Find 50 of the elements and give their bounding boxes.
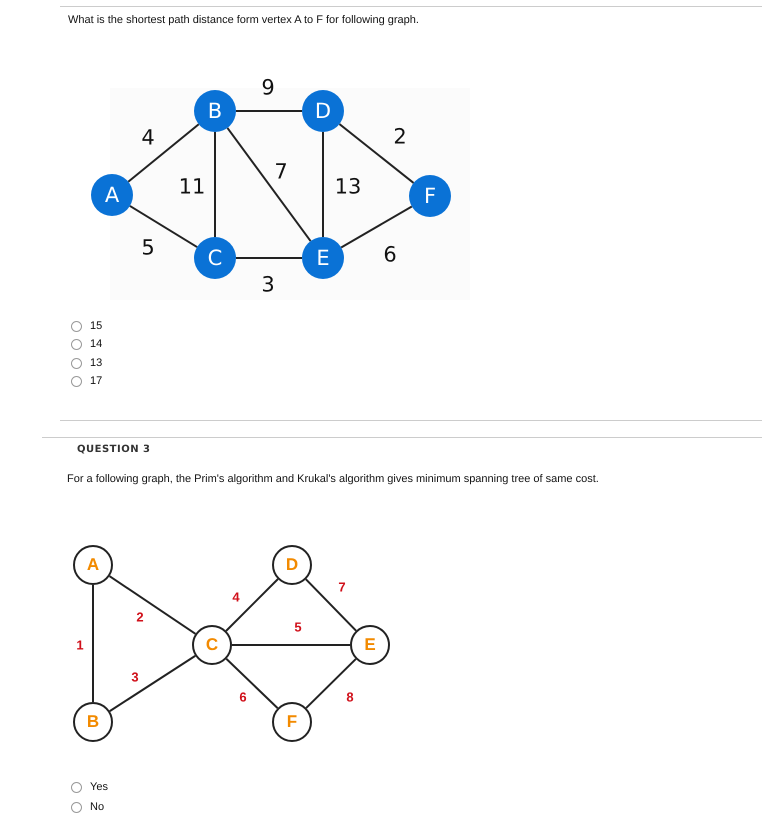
graph-edge bbox=[232, 644, 350, 646]
option-label: 15 bbox=[90, 320, 102, 332]
edge-weight: 11 bbox=[178, 176, 206, 198]
edge-weight: 7 bbox=[338, 580, 346, 594]
vertex-circle: F bbox=[272, 702, 312, 742]
vertex-circle: A bbox=[91, 174, 133, 216]
graph-edge bbox=[92, 585, 94, 702]
edge-weight: 8 bbox=[346, 690, 354, 704]
graph-edge bbox=[109, 655, 196, 712]
edge-weight: 4 bbox=[232, 590, 240, 604]
question-text: For a following graph, the Prim's algorithm and Krukal's algorithm gives minimum spanning tree of same cost. bbox=[67, 473, 599, 485]
graph-edge bbox=[236, 110, 302, 112]
question-text: What is the shortest path distance form vertex A to F for following graph. bbox=[68, 14, 419, 26]
vertex-circle: D bbox=[272, 545, 312, 585]
graph-edge bbox=[338, 123, 414, 184]
option-label: No bbox=[90, 801, 104, 813]
edge-weight: 6 bbox=[239, 690, 247, 704]
edge-weight: 13 bbox=[334, 176, 362, 198]
edge-weight: 4 bbox=[141, 128, 155, 148]
vertex-circle: A bbox=[73, 545, 113, 585]
graph-edge bbox=[306, 658, 356, 709]
edge-weight: 6 bbox=[383, 244, 397, 266]
option-label: Yes bbox=[90, 781, 108, 793]
edge-weight: 5 bbox=[294, 620, 302, 634]
graph-edge bbox=[225, 578, 279, 632]
option-label: 14 bbox=[90, 338, 102, 350]
graph-edge bbox=[128, 124, 200, 182]
graph-edge bbox=[340, 206, 412, 248]
vertex-circle: E bbox=[350, 625, 390, 665]
edge-weight: 2 bbox=[393, 126, 407, 148]
graph-edge bbox=[305, 578, 357, 632]
graph-edge bbox=[236, 257, 302, 259]
edge-weight: 2 bbox=[136, 610, 144, 624]
graph-edge bbox=[109, 575, 196, 635]
graph-edge bbox=[214, 132, 216, 237]
edge-weight: 1 bbox=[76, 638, 84, 652]
graph-edge bbox=[226, 127, 312, 242]
edge-weight: 7 bbox=[274, 162, 288, 182]
graph-edge bbox=[226, 658, 278, 709]
edge-weight: 9 bbox=[261, 78, 275, 98]
graph-edge bbox=[129, 205, 198, 248]
option-label: 13 bbox=[90, 357, 102, 369]
edge-weight: 3 bbox=[131, 670, 139, 684]
edge-weight: 5 bbox=[141, 238, 155, 258]
option-label: 17 bbox=[90, 375, 102, 387]
vertex-circle: C bbox=[192, 625, 232, 665]
vertex-circle: B bbox=[73, 702, 113, 742]
graph-edge bbox=[322, 132, 324, 237]
edge-weight: 3 bbox=[261, 274, 275, 296]
question-heading: QUESTION 3 bbox=[77, 444, 151, 455]
